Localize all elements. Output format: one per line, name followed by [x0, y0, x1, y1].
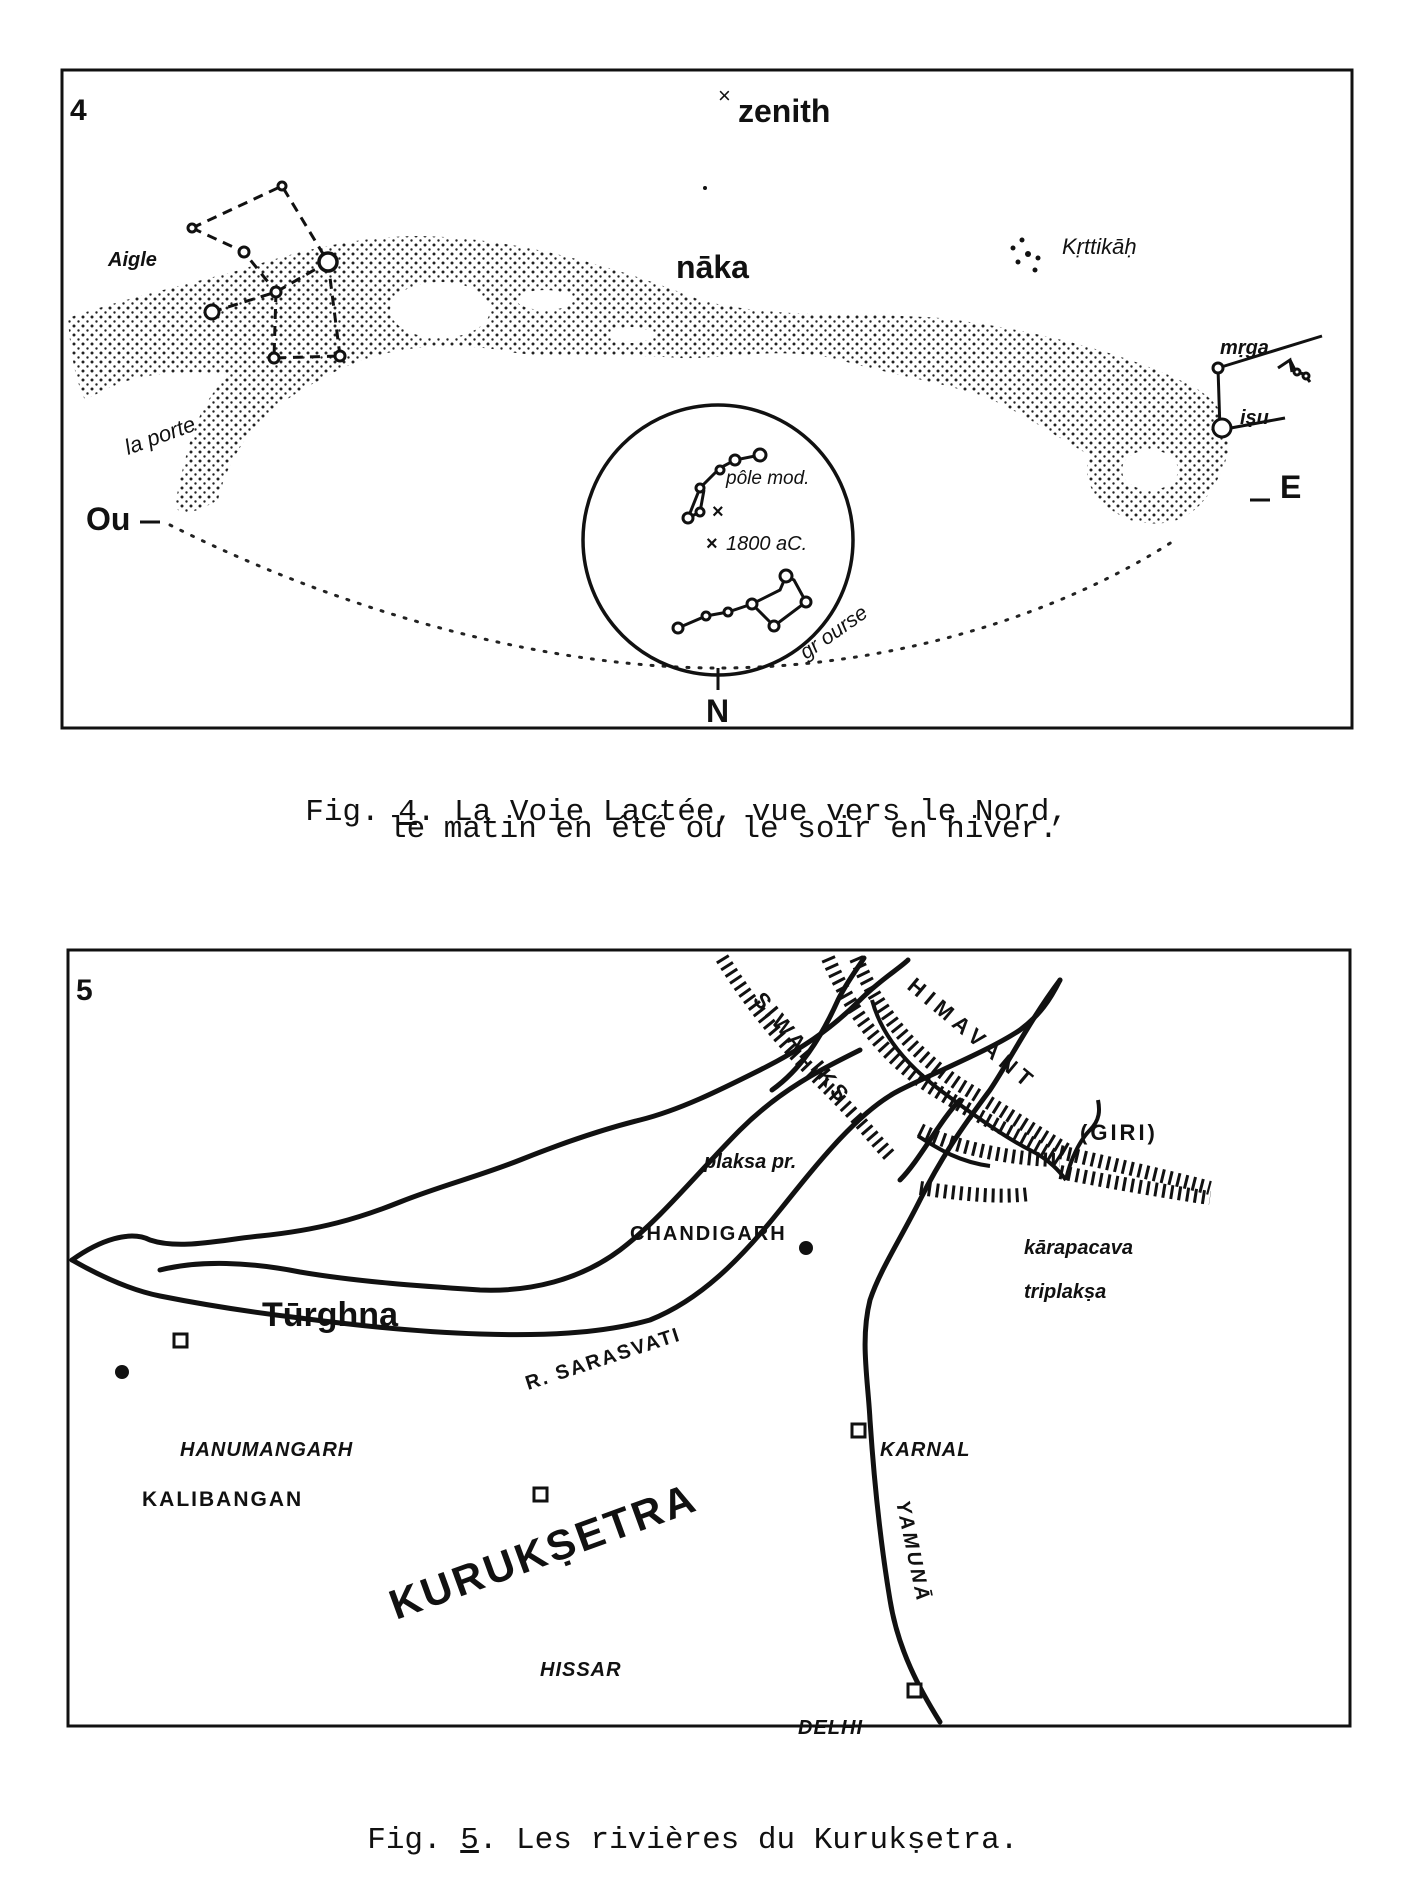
caption-5-prefix: Fig.: [367, 1823, 461, 1858]
label-karnal: KARNAL: [880, 1439, 970, 1461]
label-isu: iṣu: [1240, 407, 1269, 429]
label-siwaliks: SIWALIKS: [748, 987, 856, 1109]
figure-4-drawing: 4 × zenith nāka Kṛttikāḥ Aigle la: [60, 68, 1354, 730]
label-kalibangan: KALIBANGAN: [142, 1488, 303, 1511]
caption-4-line1: . La Voie Lactée, vue vers le Nord,: [416, 795, 1068, 830]
town-delhi-icon: [906, 1682, 923, 1699]
label-yamuna: YAMUNĀ: [891, 1498, 934, 1605]
little-bear-constellation: [681, 447, 768, 525]
band-gap: [390, 282, 490, 338]
label-krttikah: Kṛttikāḥ: [1062, 234, 1137, 259]
figure-4-caption-line2: le matin en été ou le soir en hiver.: [388, 812, 1058, 847]
band-gap: [608, 327, 652, 343]
pole-mark-icon: ×: [712, 501, 724, 523]
figure-4-milky-way: 4 × zenith nāka Kṛttikāḥ Aigle la: [0, 0, 1412, 760]
town-kalibangan-icon: [115, 1365, 129, 1379]
label-triplaksa: triplakṣa: [1024, 1281, 1106, 1303]
figure-4-frame: [60, 68, 1354, 730]
town-hanumangarh-icon: [172, 1332, 189, 1349]
town-hissar-icon: [532, 1486, 549, 1503]
caption-4-prefix: Fig.: [305, 795, 399, 830]
label-1800: 1800 aC.: [726, 533, 807, 555]
caption-4-number: 4: [398, 795, 417, 830]
town-karnal-icon: [850, 1422, 867, 1439]
star-dot: [703, 186, 707, 190]
river-sarasvati: [69, 955, 911, 1263]
label-karapacava: kārapacava: [1024, 1237, 1133, 1259]
label-giri: (GIRI): [1080, 1120, 1158, 1145]
band-gap: [517, 290, 573, 310]
label-plaksa: plaksa pr.: [703, 1151, 796, 1173]
river-upper-tributaries: [870, 999, 1101, 1182]
siwaliks-ridge: [716, 954, 896, 1161]
horizon-arc: [168, 523, 1177, 670]
label-west: Ou: [86, 501, 130, 537]
figure-5-rivers-map: 5 SIWALIKS HIMAVANT (GIRI) plaksa pr. CH: [0, 940, 1412, 1760]
label-hanumangarh: HANUMANGARH: [180, 1439, 353, 1461]
pleiades-cluster-icon: [1010, 237, 1041, 273]
zenith-mark-icon: ×: [718, 83, 731, 108]
figure-5-frame: [66, 948, 1352, 1728]
caption-5-text: . Les rivières du Kurukṣetra.: [478, 1823, 1019, 1858]
figure-4-number: 4: [70, 94, 87, 127]
label-north: N: [706, 693, 729, 729]
milky-way-band: [68, 236, 1229, 524]
river-drishadvati: [69, 977, 1063, 1338]
label-pole-mod: pôle mod.: [725, 468, 809, 489]
label-mrga: mṛga: [1220, 337, 1269, 359]
label-la-porte: la porte: [121, 411, 199, 460]
caption-5-number: 5: [460, 1823, 479, 1858]
label-east: E: [1280, 469, 1301, 505]
band-gap: [1122, 450, 1178, 490]
figure-4-caption: Fig. 4. La Voie Lactée, vue vers le Nord…: [268, 760, 1068, 830]
great-bear-constellation: [671, 568, 813, 635]
town-chandigarh-icon: [799, 1241, 813, 1255]
label-naka: nāka: [676, 249, 749, 285]
label-aigle: Aigle: [107, 249, 157, 271]
figure-5-number: 5: [76, 974, 93, 1007]
label-turghna: Tūrghna: [262, 1296, 399, 1334]
label-zenith: zenith: [738, 93, 830, 129]
figure-5-caption: Fig. 5. Les rivières du Kurukṣetra.: [330, 1788, 1018, 1858]
river-yamuna: [862, 977, 1063, 1725]
label-hissar: HISSAR: [540, 1659, 622, 1681]
orion-constellation: [1211, 334, 1323, 439]
aigle-constellation: [186, 180, 347, 365]
label-chandigarh: CHANDIGARH: [630, 1223, 787, 1245]
figure-5-drawing: 5 SIWALIKS HIMAVANT (GIRI) plaksa pr. CH: [66, 948, 1352, 1739]
pole-1800-mark-icon: ×: [706, 533, 718, 555]
label-delhi: DELHI: [798, 1717, 863, 1739]
